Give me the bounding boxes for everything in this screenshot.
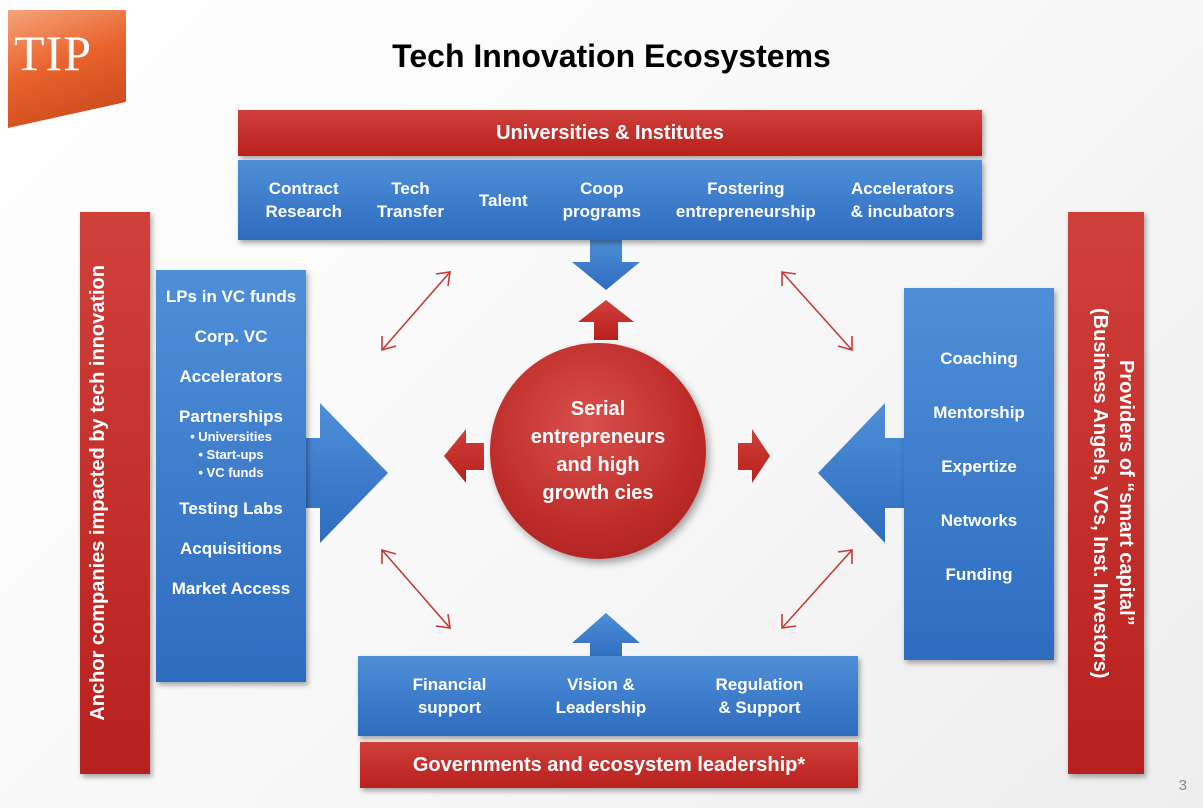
universities-items-box: Contract Research Tech Transfer Talent C… <box>238 160 982 240</box>
anchor-item: LPs in VC funds <box>165 287 297 306</box>
government-header-label: Governments and ecosystem leadership* <box>412 753 806 776</box>
anchor-item: Corp. VC <box>194 327 268 346</box>
capital-item: Mentorship <box>933 403 1025 422</box>
univ-item-fostering: Fostering entrepreneurship <box>675 179 816 221</box>
bottom-up-arrow <box>572 613 640 660</box>
univ-item-contract-research: Contract Research <box>265 179 342 221</box>
red-arrow-up <box>578 300 634 340</box>
capital-item: Funding <box>945 565 1013 584</box>
anchor-item: Testing Labs <box>179 499 283 518</box>
anchor-sub-item: • VC funds <box>198 465 264 480</box>
government-header: Governments and ecosystem leadership* <box>360 742 858 788</box>
logo-text: TIP <box>14 25 92 81</box>
gov-item-vision: Vision & Leadership <box>555 675 647 717</box>
government-items-box: Financial support Vision & Leadership Re… <box>358 656 858 736</box>
univ-item-accelerators: Accelerators & incubators <box>850 179 955 221</box>
anchor-item: Partnerships <box>179 407 283 426</box>
anchor-companies-label: Anchor companies impacted by tech innova… <box>87 265 109 721</box>
smart-capital-label: Providers of “smart capital” (Business A… <box>1073 308 1139 678</box>
top-down-arrow <box>572 240 640 290</box>
capital-item: Networks <box>940 511 1018 530</box>
universities-header-label: Universities & Institutes <box>496 121 724 144</box>
red-arrow-left <box>444 429 484 483</box>
capital-item: Coaching <box>940 349 1018 368</box>
center-circle: Serial entrepreneurs and high growth cie… <box>490 343 706 559</box>
page-title: Tech Innovation Ecosystems <box>392 38 831 74</box>
right-big-arrow <box>818 403 908 543</box>
smart-capital-label-line1: Providers of “smart capital” <box>1115 360 1137 626</box>
capital-item: Expertize <box>941 457 1017 476</box>
gov-item-regulation: Regulation & Support <box>715 675 804 717</box>
anchor-sub-item: • Universities <box>190 429 272 444</box>
smart-capital-list: Coaching Mentorship Expertize Networks F… <box>904 288 1054 660</box>
anchor-companies-bar: Anchor companies impacted by tech innova… <box>80 212 150 774</box>
center-label: Serial entrepreneurs and high growth cie… <box>530 398 666 504</box>
gov-item-financial: Financial support <box>412 675 487 717</box>
univ-item-talent: Talent <box>478 190 528 210</box>
anchor-item: Accelerators <box>179 367 283 386</box>
univ-item-tech-transfer: Tech Transfer <box>376 179 444 221</box>
anchor-item: Market Access <box>171 579 291 598</box>
anchor-companies-list: LPs in VC funds Corp. VC Accelerators Pa… <box>156 270 306 682</box>
anchor-item: Acquisitions <box>179 539 282 558</box>
universities-header: Universities & Institutes <box>238 110 982 156</box>
anchor-sub-item: • Start-ups <box>198 447 264 462</box>
page-number: 3 <box>1178 777 1187 794</box>
diagonal-arrows <box>381 271 853 629</box>
red-arrow-right <box>738 429 770 483</box>
smart-capital-bar: Providers of “smart capital” (Business A… <box>1068 212 1144 774</box>
smart-capital-label-line2: (Business Angels, VCs, Inst. Investors) <box>1089 307 1111 679</box>
left-big-arrow <box>300 403 388 543</box>
univ-item-coop-programs: Coop programs <box>562 179 641 221</box>
